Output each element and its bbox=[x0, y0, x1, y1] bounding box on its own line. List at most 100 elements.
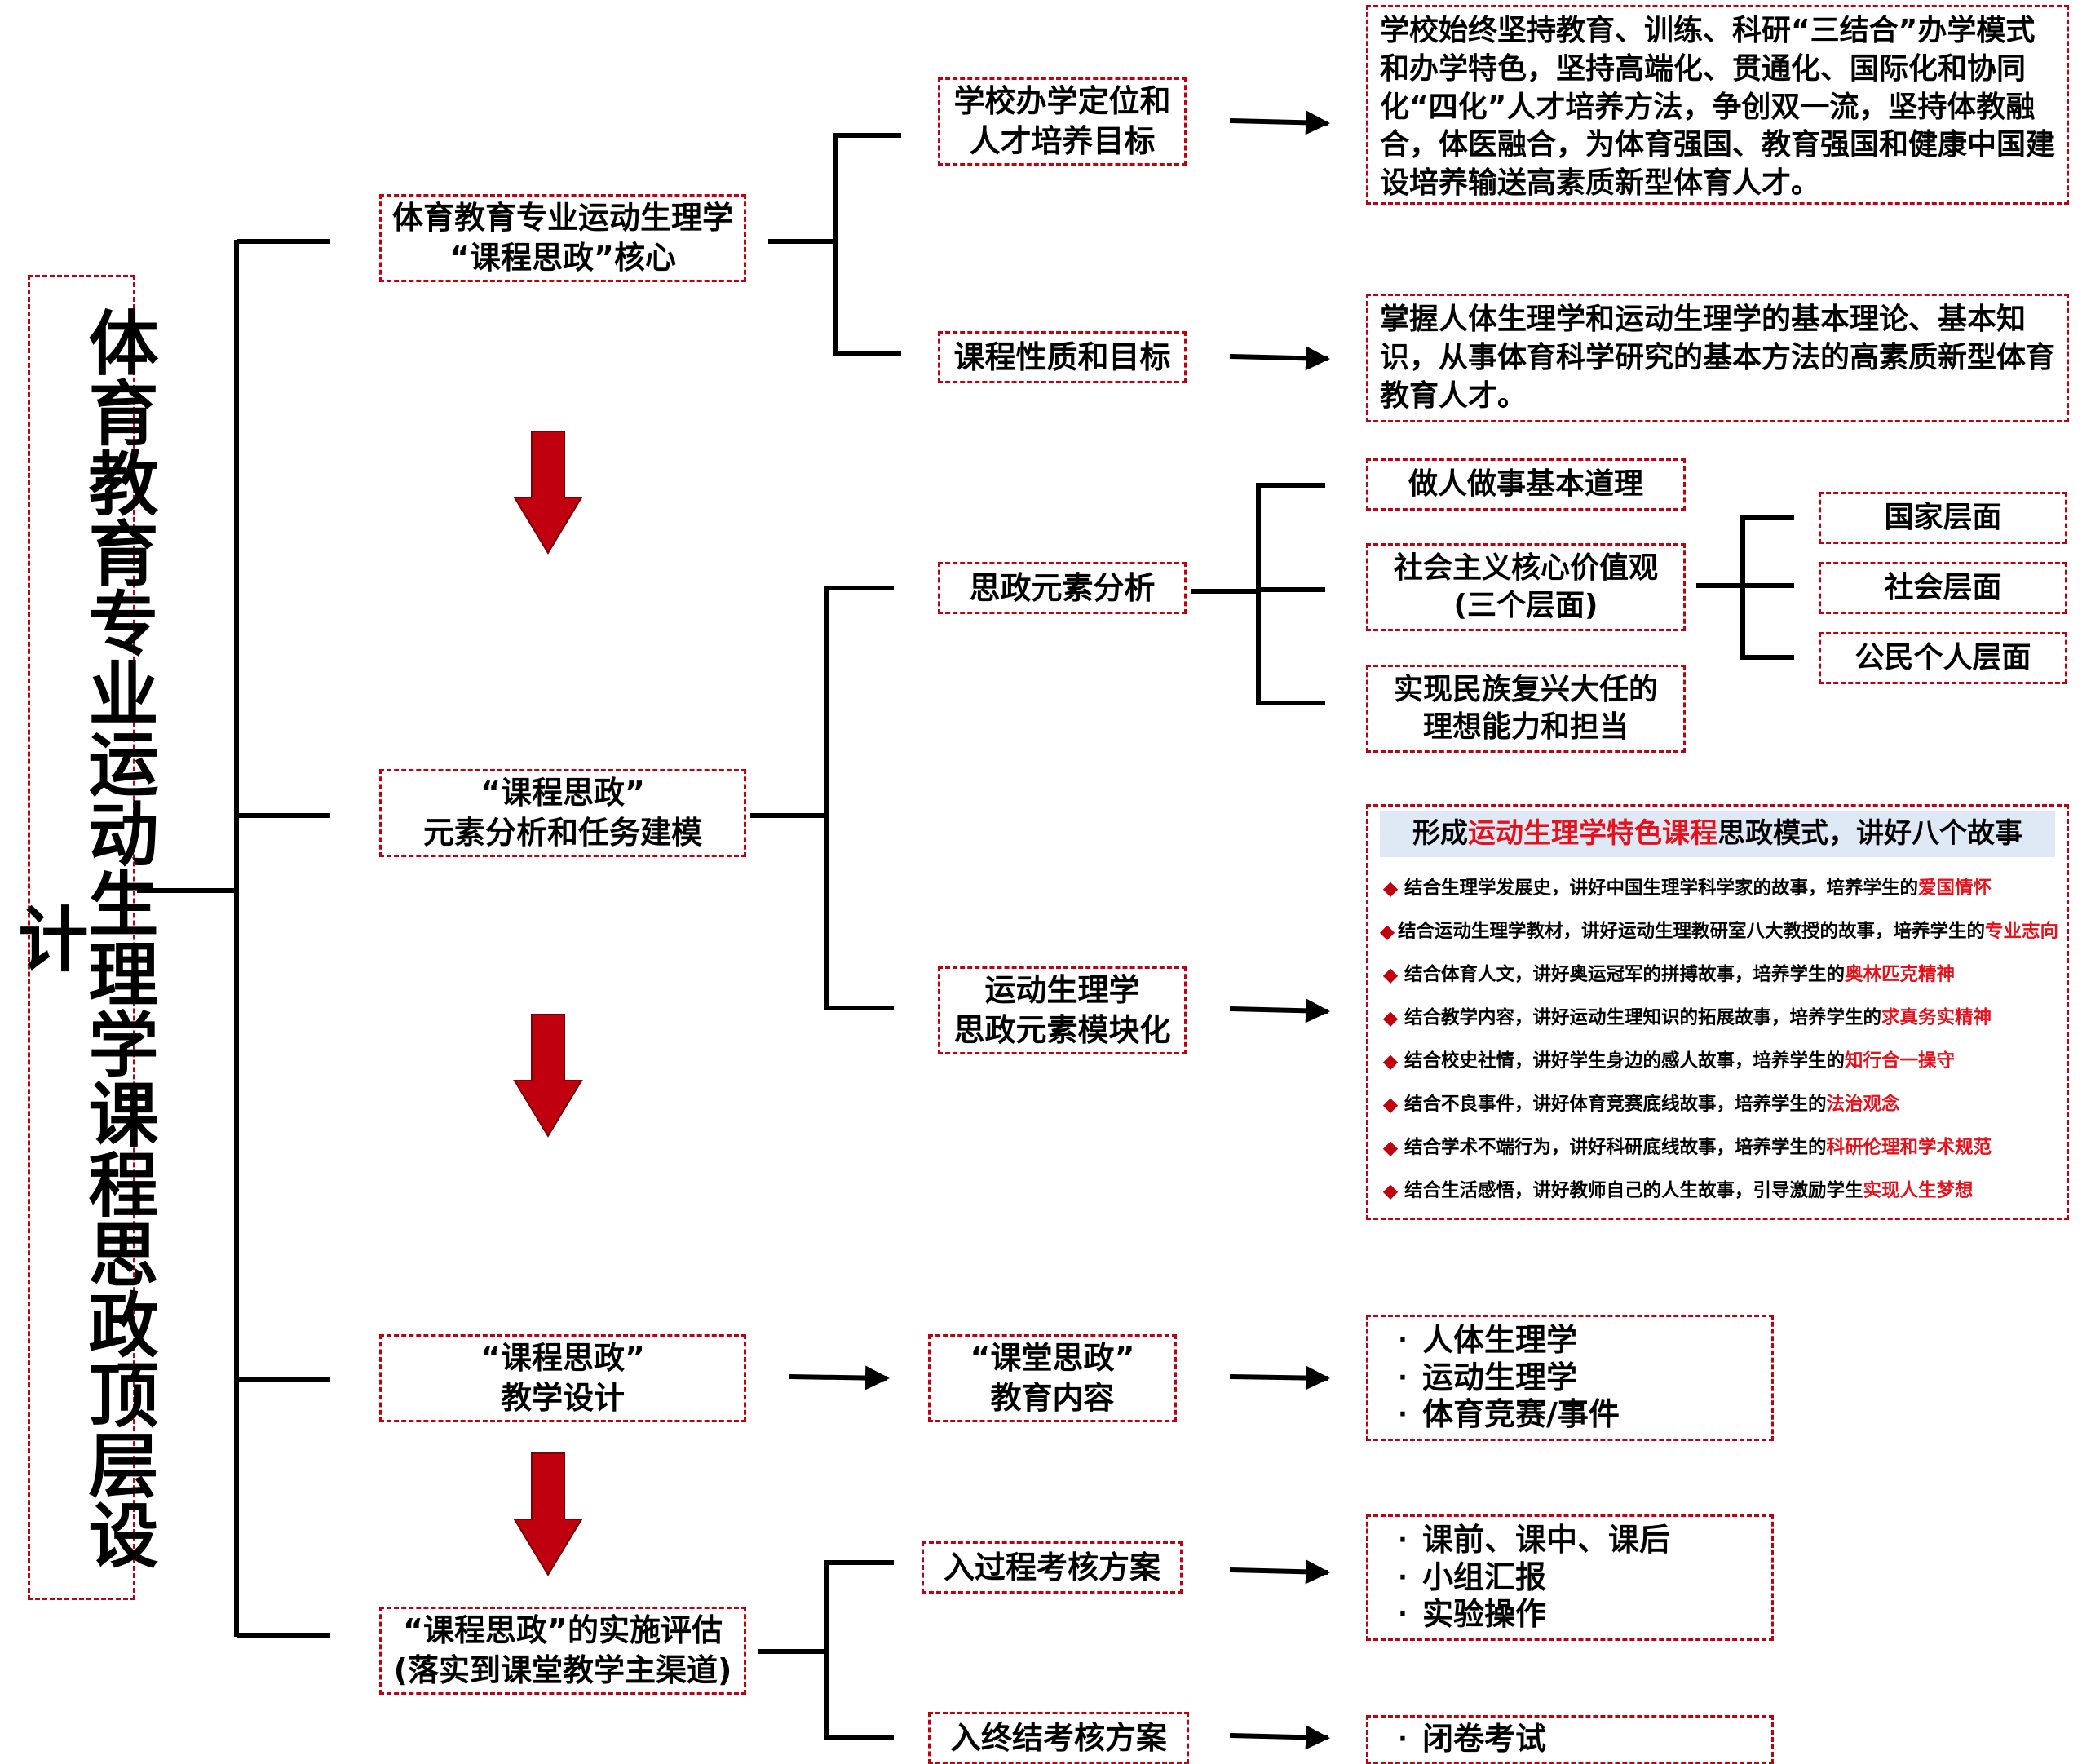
analysis-item-2-line-2: (三个层面) bbox=[1453, 589, 1598, 622]
bullet-text: 运动生理学 bbox=[1422, 1359, 1578, 1395]
final-items-box: ·闭卷考试 bbox=[1366, 1715, 1774, 1764]
diamond-bullet-icon: ◆ bbox=[1382, 1135, 1399, 1159]
story-item: ◆结合学术不端行为，讲好科研底线故事，培养学生的科研伦理和学术规范 bbox=[1377, 1126, 2058, 1169]
diamond-bullet-icon: ◆ bbox=[1382, 1049, 1399, 1072]
analysis-item-3-line-2: 理想能力和担当 bbox=[1422, 710, 1629, 744]
core-box: 体育教育专业运动生理学 “课程思政”核心 bbox=[379, 194, 746, 282]
stories-header-prefix: 形成 bbox=[1412, 817, 1468, 850]
analysis-item-1: 做人做事基本道理 bbox=[1366, 458, 1686, 511]
bullet-item: · 课前、课中、课后 bbox=[1383, 1522, 1670, 1559]
analysis-label: 思政元素分析 bbox=[969, 569, 1156, 606]
story-text: 结合学术不端行为，讲好科研底线故事，培养学生的 bbox=[1404, 1136, 1827, 1158]
bullet-item: ·体育竞赛/事件 bbox=[1383, 1396, 1620, 1434]
analysis-item-3-line-1: 实现民族复兴大任的 bbox=[1393, 672, 1658, 706]
bullet-dot-icon: · bbox=[1398, 1400, 1408, 1430]
positioning-text: 学校始终坚持教育、训练、科研“三结合”办学模式和办学特色，坚持高端化、贯通化、国… bbox=[1380, 14, 2056, 201]
classroom-items-box: · 人体生理学 · 运动生理学·体育竞赛/事件 bbox=[1366, 1315, 1774, 1441]
level-citizen: 公民个人层面 bbox=[1819, 632, 2067, 684]
bullet-text: 课前、课中、课后 bbox=[1422, 1522, 1671, 1558]
flow-arrow-2 bbox=[513, 1014, 583, 1138]
analysis-item-2: 社会主义核心价值观 (三个层面) bbox=[1366, 543, 1686, 631]
story-highlight: 专业志向 bbox=[1984, 920, 2058, 942]
flow-arrow-1 bbox=[513, 431, 583, 555]
evaluation-line-2: (落实到课堂教学主渠道) bbox=[393, 1652, 732, 1688]
story-text: 结合不良事件，讲好体育竞赛底线故事，培养学生的 bbox=[1404, 1093, 1827, 1115]
main-title: 体育教育专业运动生理学课程思政顶层设计 bbox=[6, 275, 157, 1600]
bullet-dot-icon: · bbox=[1398, 1563, 1408, 1592]
stories-box: 形成运动生理学特色课程思政模式，讲好八个故事 ◆结合生理学发展史，讲好中国生理学… bbox=[1366, 804, 2069, 1220]
bullet-item: · 小组汇报 bbox=[1383, 1559, 1546, 1597]
bullet-item: ·闭卷考试 bbox=[1383, 1721, 1546, 1758]
story-text: 结合生活感悟，讲好教师自己的人生故事，引导激励学生 bbox=[1404, 1179, 1863, 1201]
analysis-item-3: 实现民族复兴大任的 理想能力和担当 bbox=[1366, 665, 1686, 753]
story-item: ◆结合教学内容，讲好运动生理知识的拓展故事，培养学生的求真务实精神 bbox=[1377, 997, 2058, 1040]
diamond-bullet-icon: ◆ bbox=[1382, 1092, 1399, 1116]
story-item: ◆结合不良事件，讲好体育竞赛底线故事，培养学生的法治观念 bbox=[1377, 1083, 2058, 1126]
classroom-box: “课堂思政” 教育内容 bbox=[928, 1334, 1177, 1422]
diamond-bullet-icon: ◆ bbox=[1382, 876, 1399, 900]
diamond-bullet-icon: ◆ bbox=[1379, 919, 1395, 943]
story-item: ◆结合生理学发展史，讲好中国生理学科学家的故事，培养学生的爱国情怀 bbox=[1377, 867, 2058, 910]
process-box: 入过程考核方案 bbox=[922, 1541, 1183, 1594]
level-social-label: 社会层面 bbox=[1884, 570, 2002, 604]
story-highlight: 知行合一操守 bbox=[1845, 1050, 1956, 1072]
bullet-text: 小组汇报 bbox=[1422, 1558, 1547, 1595]
modular-box: 运动生理学 思政元素模块化 bbox=[938, 966, 1187, 1054]
story-item: ◆结合体育人文，讲好奥运冠军的拼搏故事，培养学生的奥林匹克精神 bbox=[1377, 953, 2058, 997]
nature-text-box: 掌握人体生理学和运动生理学的基本理论、基本知识，从事体育科学研究的基本方法的高素… bbox=[1366, 294, 2069, 422]
modular-line-2: 思政元素模块化 bbox=[953, 1012, 1171, 1048]
nature-label: 课程性质和目标 bbox=[953, 338, 1171, 375]
bullet-item: · 运动生理学 bbox=[1383, 1359, 1577, 1397]
analysis-item-1-label: 做人做事基本道理 bbox=[1408, 466, 1643, 501]
stories-header-highlight: 运动生理学特色课程 bbox=[1468, 817, 1717, 850]
stories-header-suffix: 思政模式，讲好八个故事 bbox=[1717, 817, 2022, 850]
diamond-bullet-icon: ◆ bbox=[1382, 962, 1399, 986]
story-highlight: 求真务实精神 bbox=[1881, 1006, 1992, 1028]
stories-list: ◆结合生理学发展史，讲好中国生理学科学家的故事，培养学生的爱国情怀◆结合运动生理… bbox=[1377, 867, 2058, 1213]
story-text: 结合校史社情，讲好学生身边的感人故事，培养学生的 bbox=[1404, 1050, 1846, 1072]
nature-text: 掌握人体生理学和运动生理学的基本理论、基本知识，从事体育科学研究的基本方法的高素… bbox=[1380, 303, 2056, 413]
story-text: 结合运动生理学教材，讲好运动生理教研室八大教授的故事，培养学生的 bbox=[1397, 920, 1985, 942]
level-national-label: 国家层面 bbox=[1884, 500, 2002, 534]
core-line-2: “课程思政”核心 bbox=[449, 240, 676, 276]
elements-line-1: “课程思政” bbox=[480, 775, 645, 811]
core-line-1: 体育教育专业运动生理学 bbox=[391, 200, 733, 237]
story-text: 结合体育人文，讲好奥运冠军的拼搏故事，培养学生的 bbox=[1404, 963, 1846, 985]
bullet-text: 闭卷考试 bbox=[1422, 1721, 1547, 1757]
classroom-line-1: “课堂思政” bbox=[970, 1340, 1135, 1377]
evaluation-line-1: “课程思政”的实施评估 bbox=[403, 1612, 723, 1649]
level-national: 国家层面 bbox=[1819, 492, 2067, 544]
positioning-box: 学校办学定位和 人才培养目标 bbox=[938, 77, 1187, 166]
bullet-dot-icon: · bbox=[1398, 1363, 1408, 1392]
final-box: 入终结考核方案 bbox=[928, 1712, 1189, 1764]
modular-line-1: 运动生理学 bbox=[984, 972, 1140, 1009]
process-items-box: · 课前、课中、课后 · 小组汇报·实验操作 bbox=[1366, 1514, 1774, 1641]
classroom-line-2: 教育内容 bbox=[990, 1380, 1115, 1416]
level-citizen-label: 公民个人层面 bbox=[1854, 640, 2031, 674]
positioning-line-2: 人才培养目标 bbox=[969, 123, 1156, 159]
story-item: ◆结合校史社情，讲好学生身边的感人故事，培养学生的知行合一操守 bbox=[1377, 1040, 2058, 1083]
story-highlight: 实现人生梦想 bbox=[1863, 1179, 1974, 1201]
story-highlight: 法治观念 bbox=[1826, 1093, 1900, 1115]
elements-line-2: 元素分析和任务建模 bbox=[422, 815, 702, 851]
bullet-item: · 人体生理学 bbox=[1383, 1322, 1577, 1359]
bullet-text: 实验操作 bbox=[1422, 1596, 1547, 1633]
bullet-dot-icon: · bbox=[1398, 1525, 1408, 1554]
teaching-line-2: 教学设计 bbox=[500, 1380, 625, 1416]
story-highlight: 爱国情怀 bbox=[1918, 877, 1992, 899]
process-label: 入过程考核方案 bbox=[943, 1549, 1160, 1585]
analysis-box: 思政元素分析 bbox=[938, 562, 1187, 614]
stories-header: 形成运动生理学特色课程思政模式，讲好八个故事 bbox=[1380, 811, 2055, 857]
story-item: ◆结合运动生理学教材，讲好运动生理教研室八大教授的故事，培养学生的专业志向 bbox=[1377, 910, 2058, 953]
positioning-line-1: 学校办学定位和 bbox=[953, 83, 1171, 120]
story-highlight: 科研伦理和学术规范 bbox=[1826, 1136, 1992, 1158]
nature-box: 课程性质和目标 bbox=[938, 331, 1187, 383]
diamond-bullet-icon: ◆ bbox=[1382, 1178, 1399, 1202]
bullet-dot-icon: · bbox=[1398, 1325, 1408, 1355]
bullet-text: 人体生理学 bbox=[1422, 1322, 1578, 1359]
diamond-bullet-icon: ◆ bbox=[1382, 1006, 1399, 1029]
bullet-item: ·实验操作 bbox=[1383, 1596, 1546, 1634]
story-text: 结合生理学发展史，讲好中国生理学科学家的故事，培养学生的 bbox=[1404, 877, 1919, 899]
final-label: 入终结考核方案 bbox=[949, 1719, 1167, 1756]
